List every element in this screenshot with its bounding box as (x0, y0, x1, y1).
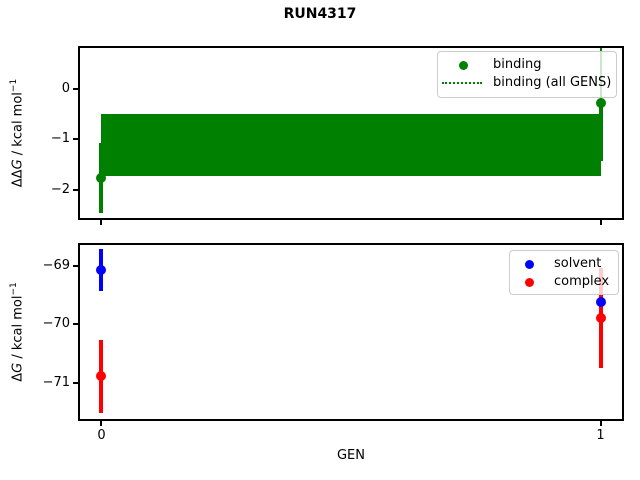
y-tick-label: −69 (42, 258, 70, 274)
figure-title: RUN4317 (283, 6, 357, 22)
data-point-marker (96, 173, 107, 184)
legend-item-label: binding (all GENS) (493, 74, 612, 90)
legend-dot-icon (458, 60, 468, 70)
error-band (101, 113, 601, 177)
data-point-marker (595, 313, 606, 324)
legend-dot-icon (524, 259, 534, 269)
legend-item-label: solvent (554, 256, 602, 271)
x-tick (599, 421, 602, 426)
y-tick-label: 0 (61, 80, 70, 96)
x-axis-label: GEN (336, 448, 365, 463)
data-point-marker (595, 98, 606, 109)
x-tick (100, 220, 103, 225)
legend-box: binding binding (all GENS) (437, 51, 617, 98)
y-tick (73, 323, 78, 326)
y-tick-label: −71 (42, 374, 70, 390)
legend-item-label: binding (493, 57, 542, 72)
data-point-marker (96, 371, 107, 382)
legend-dot-icon (524, 277, 534, 287)
axes-frame-top (78, 46, 624, 220)
data-point-marker (96, 264, 107, 275)
legend-dotted-line-icon (442, 81, 482, 84)
y-tick (73, 138, 78, 141)
legend-item-label: complex (554, 274, 610, 289)
y-tick (73, 87, 78, 90)
x-tick (100, 421, 103, 426)
legend-box: solvent complex (509, 250, 619, 295)
y-tick (73, 381, 78, 384)
x-tick-label: 1 (596, 428, 605, 443)
x-tick (599, 220, 602, 225)
y-tick-label: −1 (50, 131, 70, 147)
x-tick-label: 0 (97, 428, 106, 443)
y-tick-label: −70 (42, 316, 70, 332)
y-tick (73, 188, 78, 191)
y-tick-label: −2 (50, 181, 70, 197)
error-bar (598, 103, 603, 162)
data-point-marker (595, 296, 606, 307)
y-tick (73, 265, 78, 268)
axes-frame-bottom (78, 243, 624, 421)
